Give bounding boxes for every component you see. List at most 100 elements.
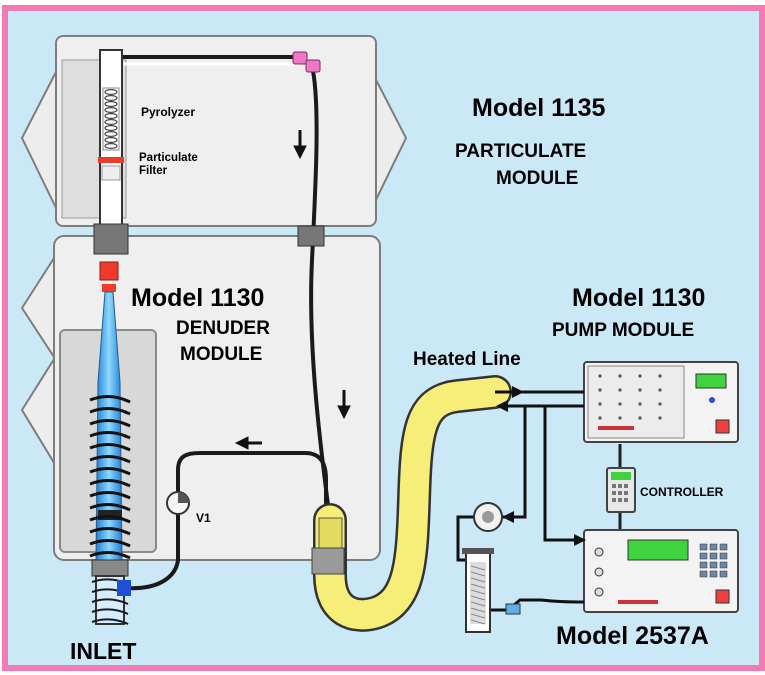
pyrolyzer-coil-turn: [104, 94, 118, 101]
denuder-coil-turn: [89, 515, 131, 524]
pump-indicator-dot: [618, 402, 622, 406]
denuder-module-label-line1: DENUDER: [176, 318, 270, 339]
pump-indicator-dot: [618, 388, 622, 392]
pump-fan: [473, 502, 503, 532]
flow-arrows: [234, 130, 351, 450]
inlet-coil-turn: [91, 598, 129, 605]
pump-indicator-dot: [598, 416, 602, 420]
denuder-coil-turn: [89, 455, 131, 464]
pyrolyzer-coil-turn: [104, 118, 118, 125]
trap-hatch-line: [470, 595, 486, 601]
denuder-coil-turn: [89, 395, 131, 404]
inlet-coil-turn: [91, 618, 129, 625]
pump-indicator-dot: [658, 388, 662, 392]
denuder-coil-turn: [89, 479, 131, 488]
keypad-key: [709, 570, 718, 578]
trap-hatch-line: [470, 577, 486, 583]
pump-indicator-dot: [618, 374, 622, 378]
bypass-line: [117, 451, 328, 596]
pyrolyzer-coil-turn: [104, 112, 118, 119]
particulate-module-label-line1: PARTICULATE: [455, 141, 587, 162]
denuder-coil-turn: [89, 443, 131, 452]
keypad-key: [699, 570, 708, 578]
keypad-key: [719, 570, 728, 578]
inlet-label: INLET: [70, 638, 137, 664]
model-2537a-keypad: [699, 543, 728, 578]
trap-hatch-line: [470, 607, 486, 613]
controller-key: [618, 498, 622, 502]
plumbing-arrows: [496, 386, 586, 546]
trap-hatch-line: [470, 589, 486, 595]
controller-key: [618, 484, 622, 488]
denuder-coil: [89, 395, 131, 625]
denuder-coil-turn: [89, 551, 131, 560]
pyrolyzer-coil-turn: [104, 143, 118, 150]
heated-line-label: Heated Line: [413, 349, 521, 370]
pyrolyzer-coil-turn: [104, 131, 118, 138]
trap-hatch-line: [470, 619, 486, 625]
pump-indicator-dot: [658, 402, 662, 406]
controller-key: [624, 498, 628, 502]
denuder-coil-turn: [89, 503, 131, 512]
valve-v1: [166, 491, 190, 515]
model-1130-pump-title: Model 1130: [572, 284, 706, 312]
controller-key: [612, 484, 616, 488]
keypad-key: [709, 543, 718, 551]
controller-key: [624, 491, 628, 495]
trap-hatch-line: [470, 583, 486, 589]
pump-module-indicators: [598, 374, 662, 420]
inlet-coil-turn: [91, 608, 129, 615]
denuder-module-case: [20, 235, 381, 561]
denuder-coil-turn: [89, 407, 131, 416]
heated-line: [311, 375, 512, 632]
pump-indicator-dot: [638, 388, 642, 392]
particulate-filter-label-line1: Particulate: [139, 152, 198, 164]
trap-hatch-line: [470, 601, 486, 607]
keypad-key: [709, 561, 718, 569]
denuder-coil-turn: [89, 527, 131, 536]
pump-indicator-dot: [598, 388, 602, 392]
denuder-coil-turn: [89, 491, 131, 500]
denuder-coil-turn: [89, 431, 131, 440]
pyrolyzer-coil-turn: [104, 88, 118, 95]
pump-indicator-dot: [638, 416, 642, 420]
model-2537a-title: Model 2537A: [556, 622, 709, 650]
controller-key: [612, 491, 616, 495]
pump-module-box: [583, 361, 739, 443]
pyrolyzer-coil: [104, 88, 118, 150]
model-1135-title: Model 1135: [472, 94, 606, 122]
denuder-coil-turn: [89, 539, 131, 548]
particulate-module-label-line2: MODULE: [496, 168, 579, 189]
pump-indicator-dot: [658, 416, 662, 420]
denuder-coil-turn: [89, 467, 131, 476]
sample-return-tube: [112, 51, 332, 521]
trap-hatch-line: [470, 571, 486, 577]
controller-label: CONTROLLER: [640, 485, 724, 499]
controller-key: [612, 498, 616, 502]
pyrolyzer-label: Pyrolyzer: [141, 105, 196, 119]
keypad-key: [719, 543, 728, 551]
keypad-key: [709, 552, 718, 560]
pump-indicator-dot: [598, 402, 602, 406]
trap-hatch: [470, 565, 486, 625]
pump-module-label: PUMP MODULE: [552, 320, 695, 341]
keypad-key: [719, 552, 728, 560]
keypad-key: [699, 543, 708, 551]
tube-coupler-upper: [297, 225, 325, 247]
pyrolyzer-coil-turn: [104, 137, 118, 144]
controller-key: [618, 491, 622, 495]
keypad-key: [699, 552, 708, 560]
particulate-filter-label-line2: Filter: [139, 165, 168, 177]
model-1130-denuder-title: Model 1130: [131, 284, 265, 312]
model-2537a-box: [583, 529, 739, 613]
keypad-key: [719, 561, 728, 569]
pyrolyzer-coil-turn: [104, 124, 118, 131]
pyrolyzer-coil-turn: [104, 100, 118, 107]
denuder-coil-turn: [89, 419, 131, 428]
pump-indicator-dot: [638, 374, 642, 378]
trap-hatch-line: [470, 565, 486, 571]
controller-key: [624, 484, 628, 488]
trap-hatch-line: [470, 613, 486, 619]
